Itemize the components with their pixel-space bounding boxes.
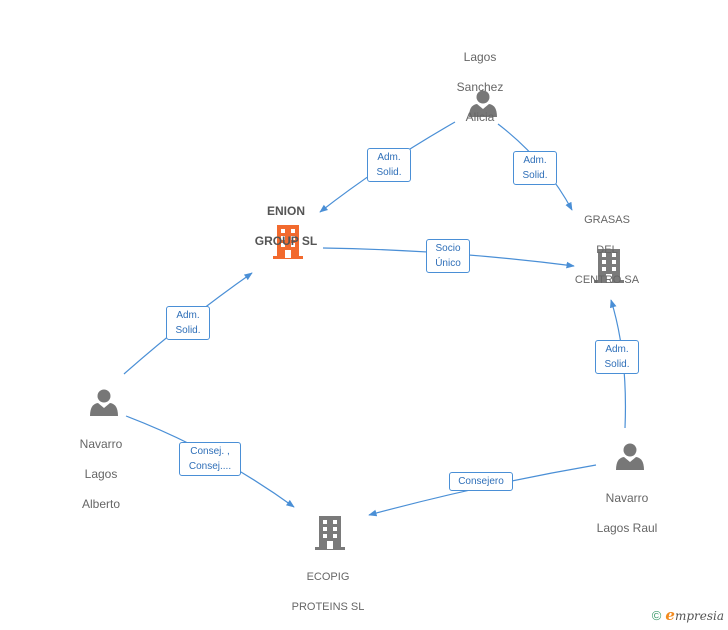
node-label-navarro-lagos-alberto[interactable]: Navarro Lagos Alberto — [79, 437, 123, 511]
building-icon[interactable] — [315, 516, 345, 550]
edge-label-alicia-grasas[interactable]: Adm. Solid. — [513, 151, 557, 185]
person-icon[interactable] — [90, 389, 118, 417]
person-icon[interactable] — [469, 90, 497, 118]
edge-label-alberto-enion[interactable]: Adm. Solid. — [166, 306, 210, 340]
node-label-navarro-lagos-raul[interactable]: Navarro Lagos Raul — [596, 491, 658, 535]
brand-logo[interactable]: empresia — [665, 606, 724, 624]
edge-label-raul-ecopig[interactable]: Consejero — [449, 472, 513, 491]
edge-label-alberto-ecopig[interactable]: Consej. , Consej.... — [179, 442, 241, 476]
edge-label-alicia-enion[interactable]: Adm. Solid. — [367, 148, 411, 182]
copyright-icon: © — [651, 607, 662, 623]
node-label-enion-group[interactable]: ENION GROUP SL — [254, 204, 318, 248]
node-label-grasas-del-centro[interactable]: GRASAS DEL CENTRO SA — [574, 214, 640, 286]
footer-brand: © empresia — [652, 606, 724, 624]
edge-label-enion-grasas[interactable]: Socio Único — [426, 239, 470, 273]
person-icon[interactable] — [616, 443, 644, 471]
building-icon[interactable] — [273, 225, 303, 259]
building-icon[interactable] — [594, 249, 624, 283]
node-label-lagos-sanchez-alicia[interactable]: Lagos Sanchez Alicia — [456, 50, 504, 124]
node-label-ecopig-proteins[interactable]: ECOPIG PROTEINS SL — [291, 571, 365, 613]
edge-label-raul-grasas[interactable]: Adm. Solid. — [595, 340, 639, 374]
